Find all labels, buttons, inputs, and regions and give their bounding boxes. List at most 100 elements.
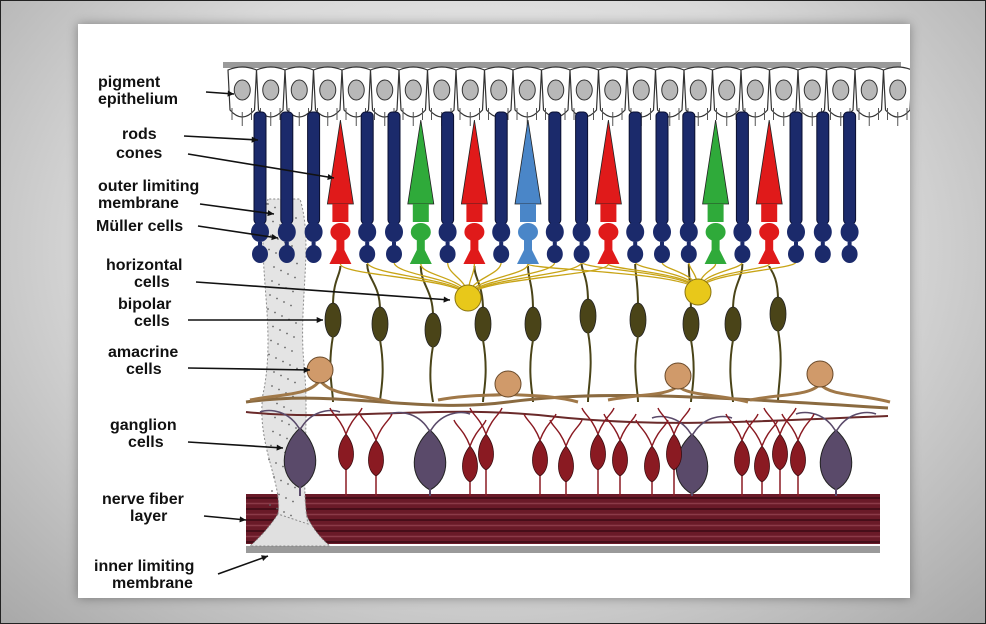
label-rods: rods bbox=[122, 126, 157, 143]
label-line: amacrine bbox=[108, 344, 178, 361]
ganglion-cell-small bbox=[773, 434, 788, 470]
ganglion-cell-small bbox=[533, 440, 548, 476]
muller-speckle bbox=[280, 480, 282, 482]
label-pointer-line bbox=[204, 516, 246, 520]
muller-speckle bbox=[286, 438, 288, 440]
label-line: cells bbox=[118, 313, 171, 330]
pigment-nucleus bbox=[747, 80, 763, 100]
muller-speckle bbox=[270, 340, 272, 342]
muller-speckle bbox=[280, 375, 282, 377]
cone-pedicle bbox=[705, 240, 727, 264]
ganglion-cell-large bbox=[820, 430, 852, 490]
ganglion-cell-small bbox=[339, 434, 354, 470]
ganglion-cell-small bbox=[791, 440, 806, 476]
retina-illustration bbox=[78, 24, 910, 598]
muller-speckle bbox=[283, 511, 285, 513]
bipolar-cell-body bbox=[372, 307, 388, 341]
muller-speckle bbox=[294, 277, 296, 279]
rod-outer-segment bbox=[656, 112, 668, 224]
cone-inner-segment bbox=[600, 204, 616, 222]
label-line: cells bbox=[106, 274, 182, 291]
rod-nucleus bbox=[385, 222, 403, 242]
rod-outer-segment bbox=[442, 112, 454, 224]
cone-nucleus bbox=[759, 223, 779, 241]
ganglion-cell-small bbox=[755, 446, 770, 482]
bipolar-cell-body bbox=[725, 307, 741, 341]
cone-inner-segment bbox=[332, 204, 348, 222]
ganglion-dendrite bbox=[658, 408, 690, 434]
cone-pedicle bbox=[329, 240, 351, 264]
cone-pedicle bbox=[410, 240, 432, 264]
ganglion-dendrite bbox=[636, 420, 668, 446]
muller-speckle bbox=[290, 515, 292, 517]
muller-speckle bbox=[291, 350, 293, 352]
rod-nucleus bbox=[439, 222, 457, 242]
pigment-nucleus bbox=[548, 80, 564, 100]
rod-nucleus bbox=[680, 222, 698, 242]
muller-speckle bbox=[274, 207, 276, 209]
label-line: membrane bbox=[94, 575, 194, 592]
cone-pedicle bbox=[597, 240, 619, 264]
label-line: inner limiting bbox=[94, 558, 194, 575]
cone-outer-segment bbox=[703, 120, 729, 204]
pigment-nucleus bbox=[890, 80, 906, 100]
ganglion-cell-small bbox=[613, 440, 628, 476]
pigment-nucleus bbox=[263, 80, 279, 100]
muller-speckle bbox=[275, 462, 277, 464]
pigment-nucleus bbox=[576, 80, 592, 100]
bipolar-axon bbox=[730, 340, 733, 402]
pigment-nucleus bbox=[234, 80, 250, 100]
rod-nucleus bbox=[573, 222, 591, 242]
muller-speckle bbox=[273, 371, 275, 373]
rod-nucleus bbox=[305, 222, 323, 242]
bipolar-dendrite bbox=[367, 264, 380, 310]
pigment-nucleus bbox=[690, 80, 706, 100]
rod-outer-segment bbox=[281, 112, 293, 224]
muller-speckle bbox=[286, 333, 288, 335]
muller-speckle bbox=[278, 389, 280, 391]
muller-speckle bbox=[270, 445, 272, 447]
pigment-nucleus bbox=[348, 80, 364, 100]
muller-speckle bbox=[271, 280, 273, 282]
muller-speckle bbox=[292, 501, 294, 503]
muller-speckle bbox=[288, 424, 290, 426]
amacrine-cell-body bbox=[665, 363, 691, 389]
bipolar-axon bbox=[430, 346, 433, 402]
bipolar-cell-body bbox=[425, 313, 441, 347]
ganglion-dendrite bbox=[604, 414, 636, 440]
muller-speckle bbox=[281, 420, 283, 422]
pigment-nucleus bbox=[633, 80, 649, 100]
ganglion-cell-small bbox=[667, 434, 682, 470]
muller-speckle bbox=[283, 301, 285, 303]
label-pointer-line bbox=[196, 282, 450, 300]
rod-nucleus bbox=[787, 222, 805, 242]
muller-speckle bbox=[278, 494, 280, 496]
pigment-nucleus bbox=[462, 80, 478, 100]
rod-outer-segment bbox=[736, 112, 748, 224]
muller-speckle bbox=[272, 221, 274, 223]
muller-speckle bbox=[289, 364, 291, 366]
cone-inner-segment bbox=[413, 204, 429, 222]
cone-nucleus bbox=[464, 223, 484, 241]
rod-outer-segment bbox=[254, 112, 266, 224]
label-line: horizontal bbox=[106, 257, 182, 274]
pigment-nucleus bbox=[320, 80, 336, 100]
muller-speckle bbox=[281, 315, 283, 317]
muller-speckle bbox=[283, 406, 285, 408]
label-inner-limiting-membrane: inner limiting membrane bbox=[94, 558, 194, 592]
bipolar-axon bbox=[483, 340, 486, 402]
muller-speckle bbox=[296, 263, 298, 265]
cone-outer-segment bbox=[461, 120, 487, 204]
rod-outer-segment bbox=[683, 112, 695, 224]
muller-speckle bbox=[271, 385, 273, 387]
rod-nucleus bbox=[492, 222, 510, 242]
label-pigment-epithelium: pigment epithelium bbox=[98, 74, 178, 108]
rod-outer-segment bbox=[844, 112, 856, 224]
label-nerve-fiber-layer: nerve fiber layer bbox=[102, 491, 184, 525]
cone-outer-segment bbox=[408, 120, 434, 204]
muller-speckle bbox=[277, 343, 279, 345]
pigment-nucleus bbox=[776, 80, 792, 100]
rod-nucleus bbox=[278, 222, 296, 242]
muller-speckle bbox=[269, 294, 271, 296]
rod-nucleus bbox=[546, 222, 564, 242]
